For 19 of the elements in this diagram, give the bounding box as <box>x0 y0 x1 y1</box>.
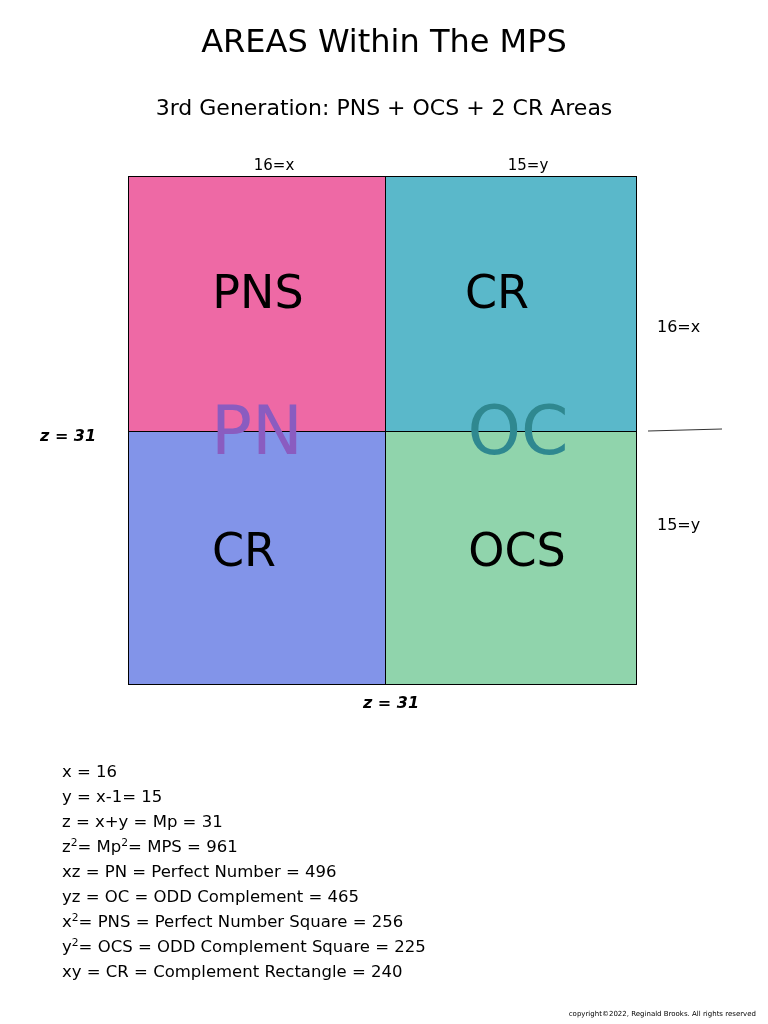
formula-line: z = x+y = Mp = 31 <box>62 813 223 832</box>
dimension-label: 16=x <box>657 318 701 337</box>
dimension-label: z = 31 <box>40 427 97 446</box>
formula-line: y = x-1= 15 <box>62 788 163 807</box>
formula-line: yz = OC = ODD Complement = 465 <box>62 888 360 907</box>
title: AREAS Within The MPS <box>201 22 567 61</box>
dimension-label: 16=x <box>253 157 295 175</box>
formula-line: z$^{2}$= Mp$^{2}$= MPS = 961 <box>62 838 238 857</box>
subtitle: 3rd Generation: PNS + OCS + 2 CR Areas <box>155 95 613 121</box>
dimension-label: z = 31 <box>362 694 420 713</box>
formula-line: y$^{2}$= OCS = ODD Complement Square = 225 <box>62 938 426 957</box>
area-label: CR <box>211 527 277 573</box>
area-label: PNS <box>212 269 304 315</box>
formula-line: x$^{2}$= PNS = Perfect Number Square = 256 <box>62 913 404 932</box>
formula-line: x = 16 <box>62 763 118 782</box>
area-label: CR <box>464 269 530 315</box>
area-label: OCS <box>468 527 566 573</box>
formula-line: xy = CR = Complement Rectangle = 240 <box>62 963 403 982</box>
formula-line: xz = PN = Perfect Number = 496 <box>62 863 337 882</box>
